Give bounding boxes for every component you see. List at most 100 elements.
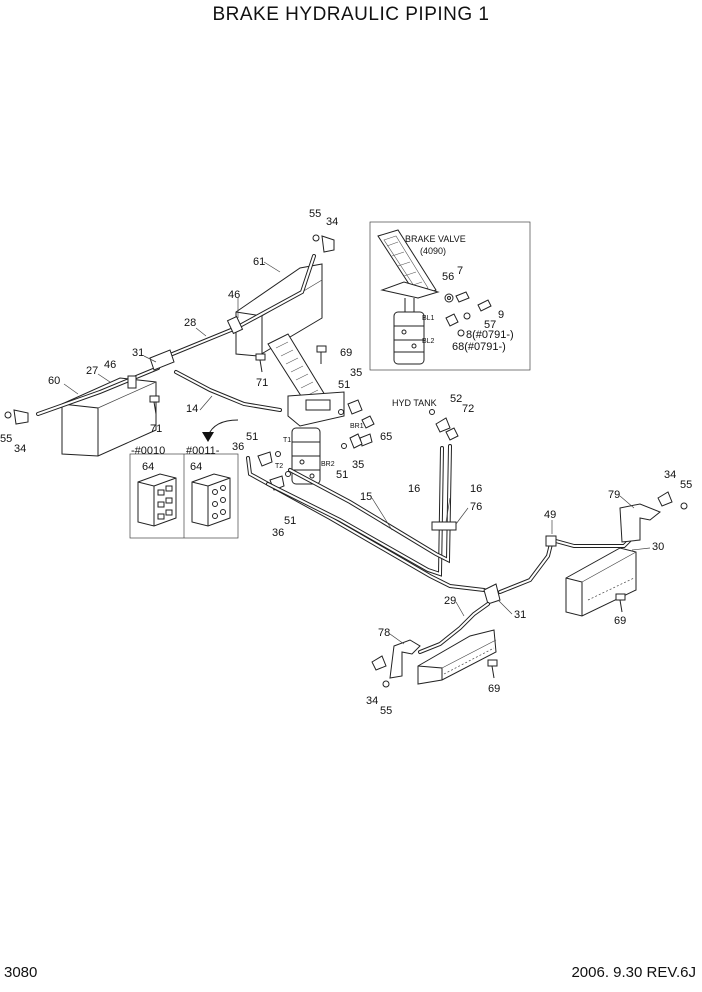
callout-46-lower: 46 [104, 359, 116, 371]
port-bl2-label: BL2 [422, 338, 435, 345]
callout-30: 30 [652, 541, 664, 553]
callout-46-upper: 46 [228, 289, 240, 301]
footer-date: 2006. 9.30 REV.6J [571, 964, 696, 981]
callout-51-a: 51 [338, 379, 350, 391]
port-t2-label: T2 [275, 463, 283, 470]
callout-69-bottom: 69 [488, 683, 500, 695]
bolt-69-right [615, 593, 626, 613]
connector-35-lower [341, 433, 363, 449]
leader-lines [63, 261, 651, 645]
connector-36-51-upper [257, 451, 281, 467]
connector-35-upper [338, 399, 363, 415]
manifold-block-left [137, 473, 177, 527]
bolt-71-left [149, 395, 160, 415]
brake-pedal-main [267, 333, 345, 427]
callout-35-a: 35 [350, 367, 362, 379]
callout-76: 76 [470, 501, 482, 513]
port-bl1-label: BL1 [422, 315, 435, 322]
hyd-tank-label: HYD TANK [392, 398, 437, 408]
tee-31-bottom [483, 583, 501, 605]
callout-51-d: 51 [284, 515, 296, 527]
serial-right-part: 64 [190, 461, 202, 473]
callout-71-left: 71 [150, 423, 162, 435]
callout-34-top: 34 [326, 216, 338, 228]
callout-31-bottom: 31 [514, 609, 526, 621]
callout-35-b: 35 [352, 459, 364, 471]
bolt-71-mid [255, 353, 266, 373]
plate-78 [389, 629, 497, 685]
inset-pedal [377, 229, 440, 299]
callout-60: 60 [48, 375, 60, 387]
pipe-14 [174, 370, 282, 412]
callout-29: 29 [444, 595, 456, 607]
pipe-49 [498, 535, 632, 594]
callout-31-left: 31 [132, 347, 144, 359]
connector-65 [359, 415, 375, 447]
port-t1-label: T1 [283, 437, 291, 444]
clamp-76 [431, 521, 457, 531]
inset-valve-body [393, 298, 425, 365]
fitting-34-55-top [312, 234, 335, 253]
callout-68: 68(#0791-) [452, 341, 506, 353]
pipe-28 [168, 254, 316, 357]
pipe-27 [36, 366, 160, 416]
bolt-69-mid [316, 345, 327, 364]
inset-frame [369, 221, 531, 371]
pipe-29 [418, 602, 490, 654]
callout-55-bottom: 55 [380, 705, 392, 717]
serial-left: -#0010 [131, 445, 165, 457]
brake-valve-inset: BRAKE VALVE (4090) BL1 BL2 [369, 221, 531, 371]
callout-52: 52 [450, 393, 462, 405]
callout-15: 15 [360, 491, 372, 503]
callout-27: 27 [86, 365, 98, 377]
callout-78: 78 [378, 627, 390, 639]
callout-34-right: 34 [664, 469, 676, 481]
callout-16-left: 16 [408, 483, 420, 495]
callout-34-left: 34 [14, 443, 26, 455]
callout-16-right: 16 [470, 483, 482, 495]
serial-right: #0011- [186, 445, 220, 457]
callout-14: 14 [186, 403, 198, 415]
inset-fittings [444, 291, 492, 337]
callout-65: 65 [380, 431, 392, 443]
callout-9: 9 [498, 309, 504, 321]
page-title: BRAKE HYDRAULIC PIPING 1 [212, 4, 490, 25]
brake-valve-main [291, 427, 321, 485]
callout-55-right: 55 [680, 479, 692, 491]
page-number: 3080 [4, 964, 38, 981]
callout-34-bottom: 34 [366, 695, 378, 707]
callout-36-b: 36 [272, 527, 284, 539]
callout-7: 7 [457, 265, 463, 277]
hyd-tank-fittings [429, 409, 459, 441]
direction-arrow [202, 419, 239, 442]
callout-28: 28 [184, 317, 196, 329]
callout-8: 8(#0791-) [466, 329, 514, 341]
callout-49: 49 [544, 509, 556, 521]
callout-79: 79 [608, 489, 620, 501]
callout-51-c: 51 [336, 469, 348, 481]
callout-55-top: 55 [309, 208, 321, 220]
fitting-34-55-right [657, 491, 688, 510]
callout-61: 61 [253, 256, 265, 268]
callout-36-a: 36 [232, 441, 244, 453]
callout-69-mid: 69 [340, 347, 352, 359]
tee-31-left [149, 349, 175, 371]
manifold-block-right [191, 473, 231, 527]
serial-left-part: 64 [142, 461, 154, 473]
port-br2-label: BR2 [321, 461, 335, 468]
fitting-34-55-left [4, 409, 29, 425]
callout-69-right: 69 [614, 615, 626, 627]
callout-51-b: 51 [246, 431, 258, 443]
bolt-69-bottom [487, 659, 498, 679]
callout-71-mid: 71 [256, 377, 268, 389]
inset-title: BRAKE VALVE [405, 234, 466, 244]
inset-subtitle: (4090) [420, 246, 446, 256]
port-br1-label: BR1 [350, 423, 364, 430]
serial-boxes: -#0010 #0011- 64 64 [129, 445, 239, 539]
callout-72: 72 [462, 403, 474, 415]
plate-79 [565, 503, 661, 617]
callout-55-left: 55 [0, 433, 12, 445]
callout-57: 57 [484, 319, 496, 331]
fitting-34-55-bottom [371, 655, 390, 688]
